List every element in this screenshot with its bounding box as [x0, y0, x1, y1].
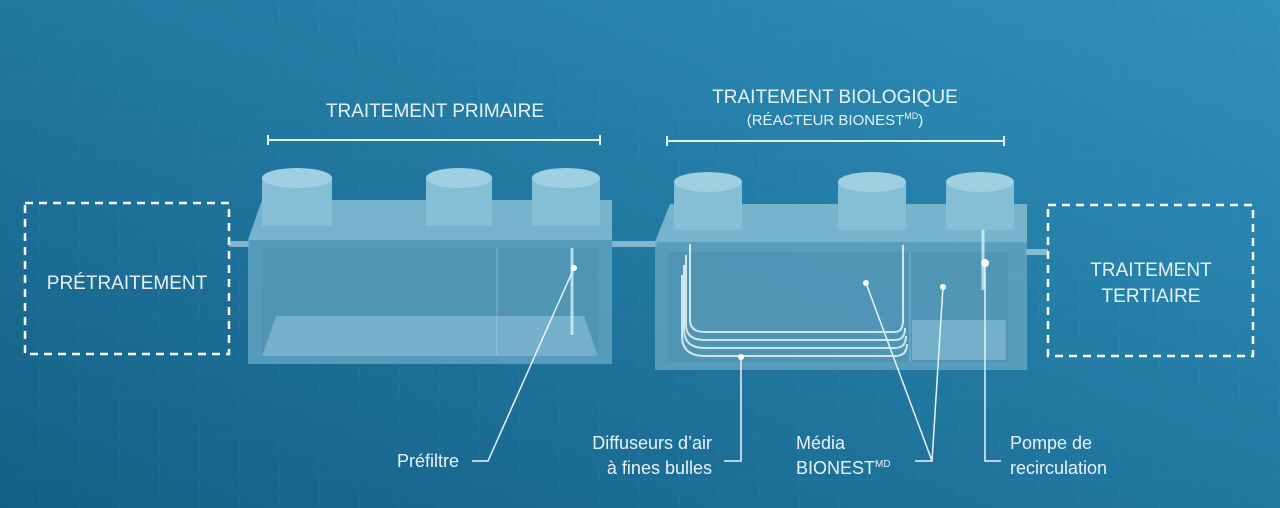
diffusers-label-line2: à fines bulles	[607, 458, 712, 478]
pretreatment-label: PRÉTRAITEMENT	[47, 273, 208, 294]
biological-title: TRAITEMENT BIOLOGIQUE	[712, 87, 958, 108]
primary-title: TRAITEMENT PRIMAIRE	[326, 101, 544, 122]
media-label-line2: BIONESTMD	[796, 458, 891, 478]
primary-bracket	[267, 135, 601, 145]
leader-lines	[472, 263, 1001, 462]
pump-label-line2: recirculation	[1010, 458, 1107, 478]
connecting-pipe	[612, 241, 657, 247]
air-diffusers	[681, 244, 908, 357]
tertiary-box: TRAITEMENT TERTIAIRE	[1046, 203, 1255, 358]
biological-subtitle: (RÉACTEUR BIONESTMD)	[747, 111, 924, 129]
tertiary-label-line1: TRAITEMENT	[1090, 260, 1212, 281]
prefilter-label: Préfiltre	[397, 451, 459, 471]
inlet-pipe	[229, 241, 249, 247]
media-label-line1: Média	[796, 433, 846, 453]
outlet-pipe	[1025, 249, 1048, 255]
diffusers-label-line1: Diffuseurs d’air	[592, 433, 712, 453]
pump-label-line1: Pompe de	[1010, 433, 1092, 453]
primary-tank	[248, 168, 612, 364]
callout-dots	[571, 259, 989, 360]
pretreatment-box: PRÉTRAITEMENT	[23, 201, 231, 356]
tertiary-label-line2: TERTIAIRE	[1102, 286, 1201, 307]
biological-bracket	[666, 136, 1005, 146]
bionest-reactor-tank	[655, 172, 1027, 370]
